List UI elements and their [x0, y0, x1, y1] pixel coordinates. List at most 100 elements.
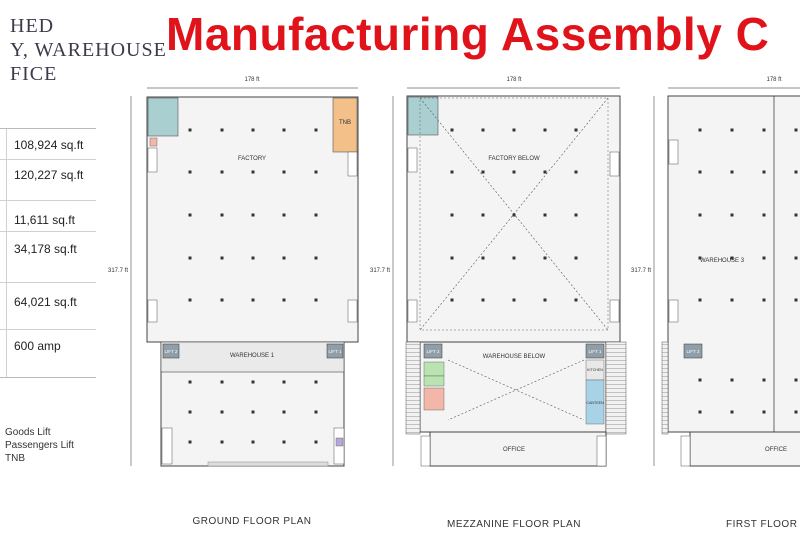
- structural-column: [481, 256, 485, 260]
- spec-table: 108,924 sq.ft 120,227 sq.ft 11,611 sq.ft…: [0, 128, 96, 378]
- staircase: [347, 299, 358, 323]
- first-floor-caption: FIRST FLOOR P: [726, 519, 800, 530]
- factory-below-label: FACTORY BELOW: [488, 156, 540, 162]
- structural-column: [574, 170, 578, 174]
- structural-column: [251, 256, 255, 260]
- structural-column: [512, 298, 516, 302]
- passengers-lift-marker: [149, 137, 158, 147]
- structural-column: [698, 256, 702, 260]
- structural-column: [574, 128, 578, 132]
- structural-column: [512, 128, 516, 132]
- structural-column: [762, 378, 766, 382]
- structural-column: [282, 298, 286, 302]
- structural-column: [188, 128, 192, 132]
- structural-column: [794, 170, 798, 174]
- structural-column: [543, 170, 547, 174]
- height-label: 317.7 ft: [370, 268, 390, 274]
- hatched-strip: [661, 341, 669, 435]
- structural-column: [188, 410, 192, 414]
- lift-2-box: [162, 343, 180, 359]
- structural-column: [794, 213, 798, 217]
- spec-row: 108,924 sq.ft: [0, 129, 96, 160]
- structural-column: [481, 128, 485, 132]
- void-line: [447, 359, 585, 421]
- width-label: 178 ft: [766, 77, 781, 83]
- structural-column: [251, 410, 255, 414]
- mezzanine-floor-plan: 178 ft 317.7 ft FACTORY BELOW WAREHOUSE …: [370, 77, 627, 530]
- void-line: [447, 359, 585, 421]
- goods-lift-area: [147, 97, 179, 137]
- passengers-lift-marker: [335, 437, 344, 447]
- structural-column: [282, 410, 286, 414]
- structural-column: [314, 298, 318, 302]
- lift-1-box: [326, 343, 344, 359]
- title-line-1: HED: [10, 15, 55, 37]
- structural-column: [794, 298, 798, 302]
- staircase: [147, 147, 158, 173]
- structural-column: [220, 213, 224, 217]
- structural-column: [220, 298, 224, 302]
- void-outline: [419, 97, 609, 331]
- legend-tnb: TNB: [5, 453, 25, 464]
- structural-column: [251, 128, 255, 132]
- structural-column: [512, 213, 516, 217]
- structural-column: [698, 410, 702, 414]
- structural-column: [574, 213, 578, 217]
- structural-column: [314, 213, 318, 217]
- structural-column: [314, 256, 318, 260]
- structural-column: [314, 410, 318, 414]
- lift-1-label: LIFT 1: [589, 349, 602, 354]
- structural-column: [574, 298, 578, 302]
- structural-column: [314, 380, 318, 384]
- structural-column: [794, 256, 798, 260]
- structural-column: [543, 128, 547, 132]
- structural-column: [512, 170, 516, 174]
- mezzanine-floor-caption: MEZZANINE FLOOR PLAN: [447, 519, 581, 530]
- hatched-strip: [405, 341, 421, 435]
- structural-column: [543, 298, 547, 302]
- staircase: [596, 435, 607, 467]
- structural-column: [220, 380, 224, 384]
- spec-value: 11,611 sq.ft: [14, 213, 75, 227]
- spec-value: 108,924 sq.ft: [14, 138, 84, 152]
- structural-column: [188, 256, 192, 260]
- kitchen-label: KITCHEN: [587, 368, 603, 372]
- structural-column: [730, 128, 734, 132]
- title-line-2: Y, WAREHOUSE: [10, 39, 167, 61]
- structural-column: [762, 298, 766, 302]
- structural-column: [450, 256, 454, 260]
- structural-column: [251, 170, 255, 174]
- loading-bay: [207, 461, 329, 467]
- structural-column: [762, 170, 766, 174]
- structural-column: [314, 170, 318, 174]
- title-line-3: FICE: [10, 63, 58, 85]
- canteen-room: [585, 379, 605, 425]
- staircase: [420, 435, 431, 467]
- staircase: [161, 427, 173, 465]
- lift-2-box: [423, 343, 443, 359]
- staircase: [668, 299, 679, 323]
- structural-column: [282, 256, 286, 260]
- structural-column: [314, 128, 318, 132]
- structural-column: [251, 213, 255, 217]
- staircase: [609, 299, 620, 323]
- spec-row: 11,611 sq.ft: [0, 201, 96, 232]
- goods-lift-area: [407, 96, 439, 136]
- warehouse-header: [160, 341, 345, 373]
- structural-column: [762, 410, 766, 414]
- lift-2-label: LIFT 2: [427, 349, 440, 354]
- structural-column: [730, 298, 734, 302]
- structural-column: [282, 170, 286, 174]
- factory-label: FACTORY: [238, 156, 266, 162]
- lift-2-label: LIFT 2: [687, 349, 700, 354]
- lift-2-box: [683, 343, 703, 359]
- warehouse-3-area: [667, 95, 800, 433]
- structural-column: [220, 170, 224, 174]
- structural-column: [730, 170, 734, 174]
- structural-column: [698, 298, 702, 302]
- staircase: [609, 151, 620, 177]
- spec-row: 600 amp: [0, 330, 96, 377]
- office-label: OFFICE: [765, 447, 787, 453]
- structural-column: [188, 380, 192, 384]
